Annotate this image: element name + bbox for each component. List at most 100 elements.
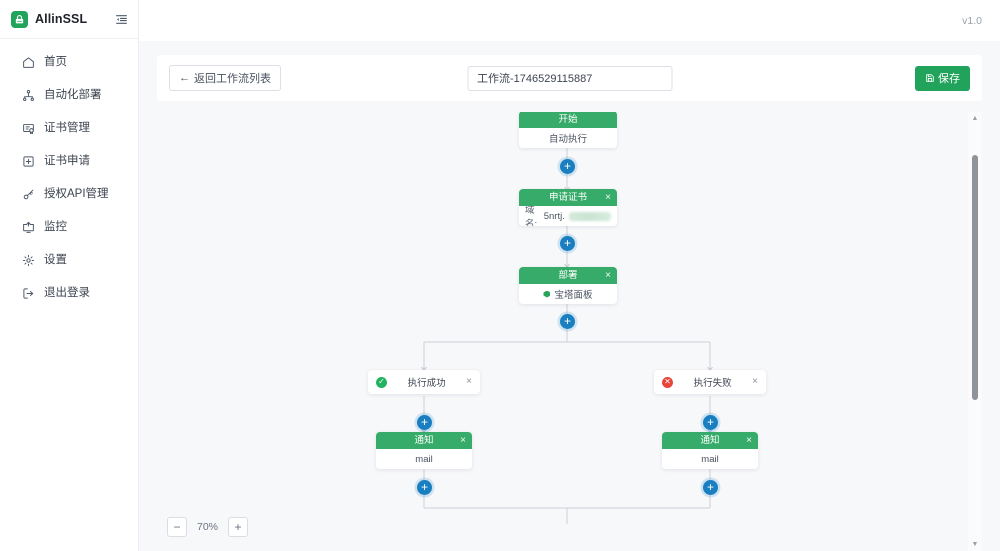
flow-node-notify-success[interactable]: 通知 × mail <box>376 432 472 469</box>
node-title: 通知 <box>700 434 720 446</box>
sidebar: AllinSSL 首页 <box>0 0 139 551</box>
close-icon[interactable]: × <box>752 376 758 387</box>
node-title: 部署 <box>558 269 578 281</box>
close-icon[interactable]: × <box>746 434 752 446</box>
zoom-level-label: 70% <box>197 521 219 533</box>
zoom-in-button[interactable]: + <box>228 517 249 537</box>
add-node-button-after-deploy[interactable]: + <box>560 314 575 329</box>
sidebar-item-logout[interactable]: 退出登录 <box>0 277 138 310</box>
close-icon[interactable]: × <box>466 376 472 387</box>
node-header: 开始 <box>519 112 617 128</box>
node-body-text: 宝塔面板 <box>554 290 593 301</box>
node-body: mail <box>662 449 758 469</box>
home-icon <box>21 56 35 70</box>
sidebar-item-certificate-apply[interactable]: 证书申请 <box>0 145 138 178</box>
zoom-control: − 70% + <box>167 517 249 537</box>
node-body: mail <box>376 449 472 469</box>
flow-node-condition-success[interactable]: ✓ 执行成功 × <box>368 370 480 394</box>
close-icon[interactable]: × <box>605 269 611 281</box>
sidebar-item-label: 退出登录 <box>44 286 90 299</box>
save-button[interactable]: 保存 <box>915 65 970 91</box>
gear-icon <box>21 254 35 268</box>
save-button-label: 保存 <box>938 73 960 85</box>
scrollbar-thumb[interactable] <box>972 155 978 400</box>
flow-node-deploy[interactable]: 部署 × 宝塔面板 <box>519 267 617 304</box>
flow-node-start[interactable]: 开始 自动执行 <box>519 112 617 148</box>
workflow-canvas[interactable]: 开始 自动执行 + 申请证书 × 域名: <box>157 112 982 551</box>
add-node-button-after-success[interactable]: + <box>417 415 432 430</box>
node-title: 通知 <box>414 434 434 446</box>
sidebar-item-automation-deploy[interactable]: 自动化部署 <box>0 79 138 112</box>
sidebar-item-certificate-manage[interactable]: 证书管理 <box>0 112 138 145</box>
sidebar-item-api-auth-manage[interactable]: 授权API管理 <box>0 178 138 211</box>
save-icon <box>925 73 935 83</box>
sitemap-icon <box>21 89 35 103</box>
sidebar-item-label: 证书申请 <box>44 154 90 167</box>
menu-fold-icon[interactable] <box>113 11 129 27</box>
add-node-button-after-fail[interactable]: + <box>703 415 718 430</box>
zoom-out-button[interactable]: − <box>167 517 187 537</box>
node-body: 域名: 5nrtj. <box>519 205 617 226</box>
close-icon[interactable]: × <box>605 191 611 203</box>
top-bar: v1.0 <box>139 0 1000 41</box>
scrollbar-track[interactable] <box>968 125 982 538</box>
sidebar-item-settings[interactable]: 设置 <box>0 244 138 277</box>
node-title: 开始 <box>558 113 578 125</box>
error-circle-icon: ✕ <box>662 376 673 388</box>
sidebar-item-label: 证书管理 <box>44 121 90 134</box>
key-icon <box>21 188 35 202</box>
condition-label: 执行成功 <box>407 378 446 389</box>
plus-square-icon <box>21 155 35 169</box>
lock-icon <box>11 10 28 28</box>
domain-label: 域名: <box>525 205 538 226</box>
node-title: 申请证书 <box>548 191 587 203</box>
canvas-scrollbar[interactable]: ▲ ▼ <box>968 112 982 551</box>
node-body-text: mail <box>701 453 719 465</box>
content-area: ← 返回工作流列表 保存 <box>139 41 1000 551</box>
node-header: 通知 × <box>662 432 758 449</box>
brand-name: AllinSSL <box>35 12 88 26</box>
logout-icon <box>21 287 35 301</box>
connector-lines <box>421 146 713 524</box>
chevron-down-icon[interactable]: ▼ <box>971 541 979 548</box>
flow-node-apply-certificate[interactable]: 申请证书 × 域名: 5nrtj. <box>519 189 617 226</box>
certificate-icon <box>21 122 35 136</box>
redacted-domain-block <box>568 211 611 221</box>
sidebar-nav: 首页 自动化部署 <box>0 39 138 310</box>
monitor-icon <box>21 221 35 235</box>
node-body-text: mail <box>415 453 433 465</box>
node-body: 宝塔面板 <box>519 284 617 304</box>
check-circle-icon: ✓ <box>376 376 387 388</box>
condition-label: 执行失败 <box>693 378 732 389</box>
flow-node-notify-fail[interactable]: 通知 × mail <box>662 432 758 469</box>
workflow-name-input[interactable] <box>467 65 672 91</box>
back-to-workflow-list-button[interactable]: ← 返回工作流列表 <box>169 65 281 91</box>
sidebar-item-label: 监控 <box>44 220 67 233</box>
node-body: 自动执行 <box>519 128 617 148</box>
sidebar-item-monitor[interactable]: 监控 <box>0 211 138 244</box>
back-button-label: 返回工作流列表 <box>194 73 271 85</box>
sidebar-item-label: 设置 <box>44 253 67 266</box>
node-header: 申请证书 × <box>519 189 617 206</box>
close-icon[interactable]: × <box>460 434 466 446</box>
canvas-inner: 开始 自动执行 + 申请证书 × 域名: <box>157 112 982 551</box>
add-node-button-after-notify-fail[interactable]: + <box>703 480 718 495</box>
version-label: v1.0 <box>962 14 982 27</box>
brand-header: AllinSSL <box>0 0 138 39</box>
sidebar-item-home[interactable]: 首页 <box>0 46 138 79</box>
flow-node-condition-fail[interactable]: ✕ 执行失败 × <box>654 370 766 394</box>
node-body-text: 自动执行 <box>548 134 587 145</box>
chevron-up-icon[interactable]: ▲ <box>971 115 979 122</box>
sidebar-item-label: 自动化部署 <box>44 88 102 101</box>
node-header: 通知 × <box>376 432 472 449</box>
sidebar-item-label: 首页 <box>44 55 67 68</box>
sidebar-item-label: 授权API管理 <box>44 187 109 200</box>
domain-value: 5nrtj. <box>543 210 565 222</box>
add-node-button-after-start[interactable]: + <box>560 159 575 174</box>
workflow-header-card: ← 返回工作流列表 保存 <box>157 55 982 101</box>
add-node-button-after-notify-success[interactable]: + <box>417 480 432 495</box>
node-header: 部署 × <box>519 267 617 284</box>
add-node-button-after-apply[interactable]: + <box>560 236 575 251</box>
arrow-left-icon: ← <box>179 71 190 84</box>
